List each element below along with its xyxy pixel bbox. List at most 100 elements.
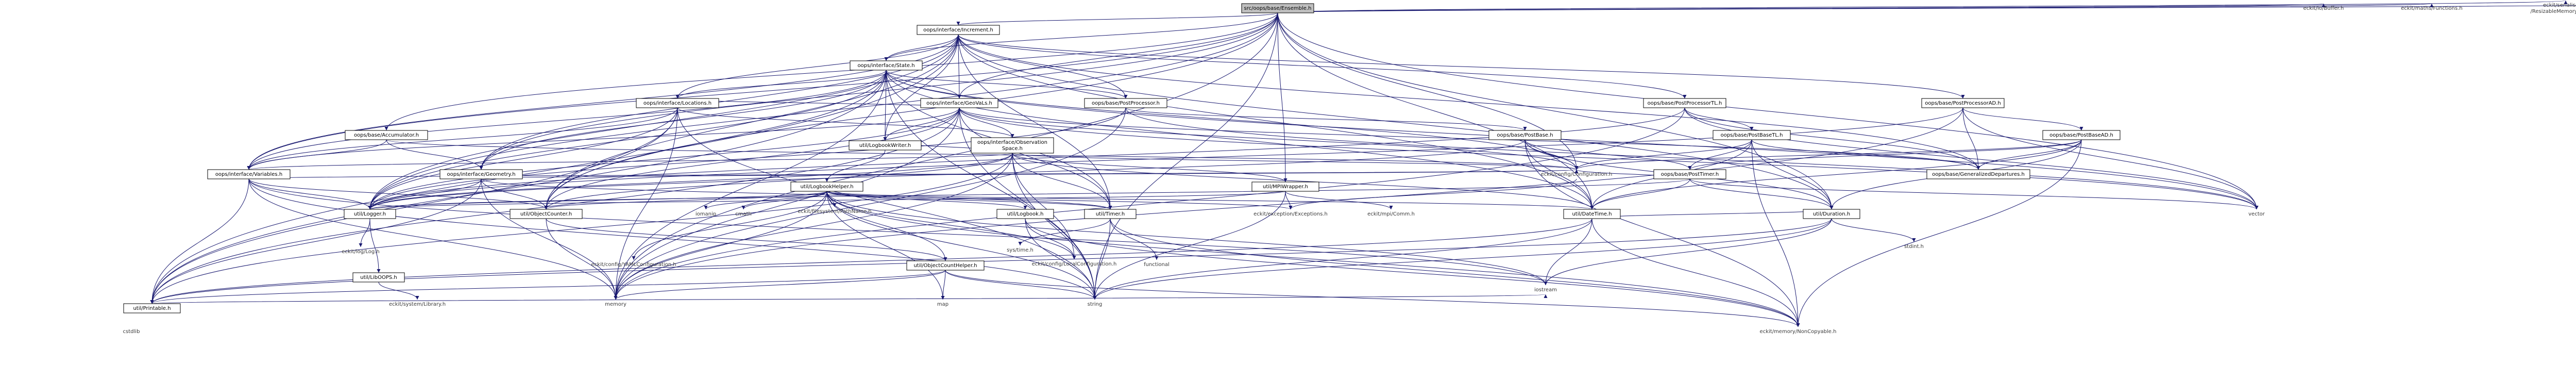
node-box-printable [123,303,181,313]
edge-postprocessor-to-postbase [1125,107,1527,131]
edge-root-to-variables [247,12,1278,170]
edge-state-to-geovals [886,70,961,99]
edge-state-to-datetime [886,70,1594,210]
node-logbook[interactable]: util/Logbook.h [996,209,1054,219]
edge-mpiwrapper-to-string [1093,191,1286,300]
node-root[interactable]: src/oops/base/Ensemble.h [1241,3,1314,13]
edge-duration-to-string [1093,218,1832,300]
node-box-logbook [996,209,1054,219]
edge-accumulator-to-variables [247,139,387,170]
node-timer[interactable]: util/Timer.h [1084,209,1137,219]
edge-obsspace-to-datetime [1012,153,1594,210]
edge-increment-to-logger [368,34,959,210]
edge-posttimer-to-duration [1689,178,1834,210]
node-label-mpiwrapper: util/MPIWrapper.h [1263,184,1308,190]
edge-variables-to-string [248,178,1097,300]
node-eckit_localconf: eckit/config/LocalConfiguration.h [1032,261,1117,267]
node-label-postbaseTL: oops/base/PostBaseTL.h [1721,132,1783,138]
edge-datetime-to-string [1093,218,1592,300]
edge-timer-to-systime [1018,218,1111,246]
node-eckit_pathname: eckit/filesystem/PathName.h [798,209,871,214]
node-postbaseAD[interactable]: oops/base/PostBaseAD.h [2042,130,2121,140]
edge-increment-to-geometry [479,34,959,170]
node-accumulator[interactable]: oops/base/Accumulator.h [345,130,428,140]
node-duration[interactable]: util/Duration.h [1803,209,1860,219]
edge-root-to-eckit_config [1277,12,1579,170]
node-label-printable: util/Printable.h [133,306,171,311]
node-box-postbase [1488,130,1562,140]
node-increment[interactable]: oops/interface/Increment.h [917,25,1000,35]
node-ppAD[interactable]: oops/base/PostProcessorAD.h [1921,98,2005,108]
edge-root-to-vector [1277,12,2259,210]
node-map: map [937,302,948,307]
node-box-locations [636,98,719,108]
dependency-nodes: src/oops/base/Ensemble.h oops/interface/I… [123,3,2576,335]
node-objectcounter[interactable]: util/ObjectCounter.h [510,209,583,219]
edge-state-to-logbookwriter [883,70,887,141]
node-box-liboops [352,272,405,283]
node-box-state [850,60,923,71]
edge-geometry-to-memory [481,178,618,300]
edge-postbaseTL-to-eckit_config [1574,139,1752,170]
node-objcounthelper[interactable]: util/ObjectCountHelper.h [906,260,985,271]
edge-eckit_config-to-eckit_except [1289,178,1577,210]
node-eckit_noncopy: eckit/memory/NonCopyable.h [1760,329,1837,335]
node-box-duration [1803,209,1860,219]
node-postbase[interactable]: oops/base/PostBase.h [1488,130,1562,140]
node-geovals[interactable]: oops/interface/GeoVaLs.h [920,98,998,108]
node-box-obsspace [971,137,1054,154]
edge-geometry-to-logger [368,178,482,210]
node-box-geovals [920,98,998,108]
node-label-systime: sys/time.h [1007,247,1033,253]
node-box-mpiwrapper [1251,181,1319,192]
node-label-postbase: oops/base/PostBase.h [1497,132,1553,138]
node-box-ppTL [1643,98,1726,108]
node-state[interactable]: oops/interface/State.h [850,60,923,71]
node-functional: functional [1144,262,1170,268]
node-label-state: oops/interface/State.h [857,63,914,69]
node-box-root [1241,3,1314,13]
node-mpiwrapper[interactable]: util/MPIWrapper.h [1251,181,1319,192]
edge-accumulator-to-geometry [386,139,483,170]
edge-posttimer-to-vector [1689,178,2259,210]
edge-logbook-to-eckit_localconf [1025,218,1076,260]
node-label-objcounthelper: util/ObjectCountHelper.h [913,263,977,269]
node-memory: memory [605,302,626,307]
node-geometry[interactable]: oops/interface/Geometry.h [439,169,523,179]
edge-objcounthelper-to-printable [150,270,946,304]
node-posttimer[interactable]: oops/base/PostTimer.h [1653,169,1726,179]
edge-increment-to-printable [150,34,959,304]
node-liboops[interactable]: util/LibOOPS.h [352,272,405,283]
node-eckit_resettable: eckit/serialisation/ResizableMemoryStrea… [2530,3,2576,14]
node-postbaseTL[interactable]: oops/base/PostBaseTL.h [1713,130,1791,140]
edge-increment-to-genericdep [958,34,1980,170]
node-iostream: iostream [1534,287,1557,293]
edge-datetime-to-iostream [1544,218,1592,286]
edge-obsspace-to-objectcounter [544,153,1013,210]
edge-postbaseAD-to-posttimer [1688,139,2082,170]
node-ppTL[interactable]: oops/base/PostProcessorTL.h [1643,98,1726,108]
edge-objcounthelper-to-string [945,270,1097,300]
node-variables[interactable]: oops/interface/Variables.h [207,169,291,179]
edge-geovals-to-logbookwriter [883,107,960,141]
node-postprocessor[interactable]: oops/base/PostProcessor.h [1084,98,1167,108]
edge-root-to-logger [368,12,1278,210]
node-printable[interactable]: util/Printable.h [123,303,181,313]
node-box-accumulator [345,130,428,140]
node-label-string: string [1088,302,1103,307]
edge-datetime-to-duration [1591,209,1834,219]
node-logbookwriter[interactable]: util/LogbookWriter.h [849,140,922,151]
node-label-eckit_library: eckit/system/Library.h [389,302,446,307]
edge-logbookhelper-to-datetime [826,191,1594,210]
node-genericdep[interactable]: oops/base/GeneralizedDepartures.h [1926,169,2030,179]
node-locations[interactable]: oops/interface/Locations.h [636,98,719,108]
node-eckit_except: eckit/exception/Exceptions.h [1253,211,1328,217]
node-logbookhelper[interactable]: util/LogbookHelper.h [790,181,863,192]
node-label-memory: memory [605,302,626,307]
edge-postbaseAD-to-genericdep [1976,139,2082,170]
node-label-geometry: oops/interface/Geometry.h [447,172,515,177]
node-datetime[interactable]: util/DateTime.h [1563,209,1621,219]
node-logger[interactable]: util/Logger.h [344,209,396,219]
node-label-iomanip: iomanip [696,211,716,217]
